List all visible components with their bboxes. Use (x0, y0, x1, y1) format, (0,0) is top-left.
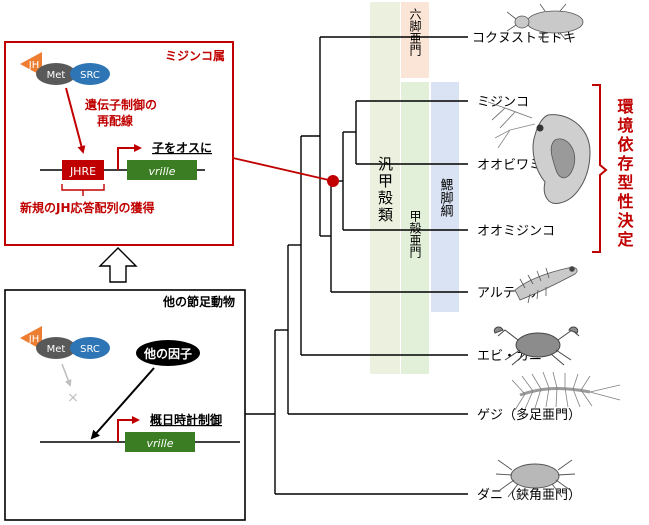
other-factor-label: 他の因子 (143, 346, 192, 361)
jh-label: JH (28, 60, 39, 71)
src-protein-2 (70, 337, 110, 359)
crustacea-label: 甲殻亜門 (408, 210, 422, 258)
circadian-label: 概日時計制御 (150, 412, 222, 427)
met-label: Met (47, 70, 66, 81)
daphnia-genus-box: ミジンコ属 JH Met SRC 遺伝子制御の 再配線 JHRE vrille … (4, 41, 234, 246)
tribolium-beetle-icon (506, 3, 584, 41)
jh-triangle (20, 52, 42, 76)
jhre-bracket (61, 184, 105, 196)
vrille-gene (127, 160, 197, 180)
callout-line (232, 157, 334, 182)
tss-arrow-2 (117, 416, 140, 442)
centipede-icon (511, 371, 621, 411)
daphnia-icon (487, 101, 591, 204)
taxon-daphnia: ミジンコ (477, 95, 529, 110)
src-protein (70, 63, 110, 85)
clade-bands: 汎甲殻類 六脚亜門 甲殻亜門 鰓脚綱 (370, 2, 459, 374)
pancrustacea-label: 汎甲殻類 (376, 156, 394, 224)
jhre-box (62, 160, 104, 180)
met-protein (36, 63, 76, 85)
jh-label-2: JH (28, 334, 39, 345)
taxon-centipede: ゲジ（多足亜門） (477, 407, 581, 423)
phylogenetic-tree (245, 36, 468, 495)
other-box-title: 他の節足動物 (162, 294, 235, 309)
mite-icon (495, 459, 576, 498)
pancrustacea-band (370, 2, 400, 374)
vrille-gene-2 (125, 432, 195, 452)
vrille-label: vrille (149, 165, 176, 178)
taxon-tribolium: コクヌストモドキ (472, 31, 576, 46)
met-label-2: Met (47, 344, 66, 355)
hexapoda-band (401, 2, 429, 78)
taxon-mite: ダニ（鋏角亜門） (477, 488, 581, 503)
tss-arrow (117, 144, 142, 170)
esd-label: 環境依存型性決定 (615, 98, 635, 250)
acquisition-label: 新規のJH応答配列の獲得 (20, 200, 155, 215)
no-binding-arrow (61, 363, 72, 387)
jh-triangle-2 (20, 326, 42, 350)
crustacea-band (401, 82, 429, 374)
esd-bracket: 環境依存型性決定 (592, 84, 635, 253)
rewiring-label-1: 遺伝子制御の (84, 97, 157, 112)
crab-icon (493, 326, 580, 366)
rewiring-arrow (65, 87, 86, 154)
taxon-daphnia-magna: オオミジンコ (477, 224, 555, 239)
jhre-label: JHRE (69, 165, 96, 178)
no-binding-x: × (67, 390, 79, 406)
met-protein-2 (36, 337, 76, 359)
daphnia-box-title: ミジンコ属 (165, 49, 225, 63)
branchiopoda-band (431, 82, 459, 312)
rewiring-label-2: 再配線 (97, 113, 133, 128)
male-label: 子をオスに (152, 141, 212, 155)
artemia-icon (514, 266, 578, 304)
evolution-arrow-icon (98, 247, 138, 283)
branchiopoda-label: 鰓脚綱 (438, 178, 454, 217)
src-label: SRC (80, 70, 100, 81)
jhre-origin-node (327, 175, 339, 187)
hexapoda-label: 六脚亜門 (408, 8, 422, 56)
other-factor (136, 340, 200, 366)
other-arthropods-box: 他の節足動物 JH Met SRC × 他の因子 vrille 概日時計制御 (4, 289, 246, 521)
src-label-2: SRC (80, 344, 100, 355)
other-factor-arrow (90, 367, 155, 440)
vrille-label-2: vrille (147, 437, 174, 450)
